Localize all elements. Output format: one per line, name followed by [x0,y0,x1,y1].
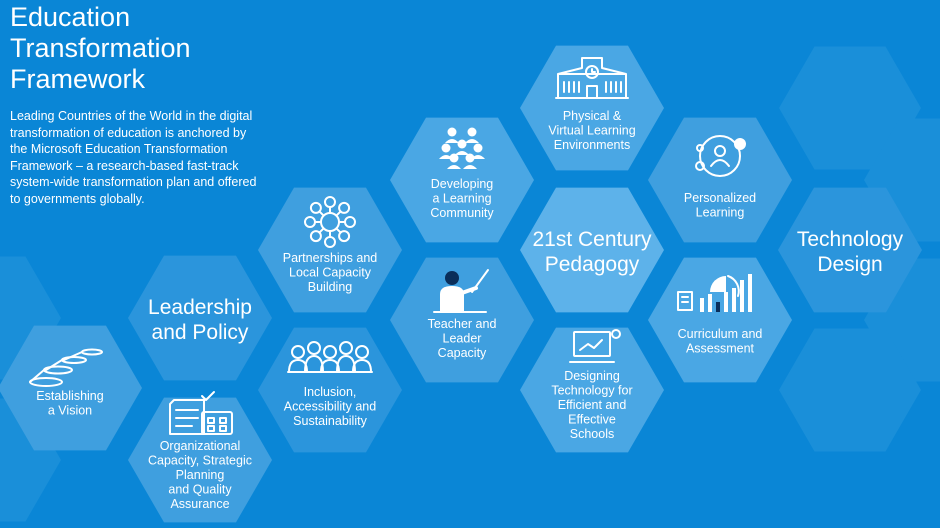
document-icon [169,391,233,435]
hexagon-shape [0,325,142,451]
teacher-icon [433,269,489,313]
group-icon [287,341,373,373]
hexagon-shape [128,255,272,381]
hexagon-shape [520,45,664,171]
background-hexagons [0,46,940,522]
person-orbit-icon [695,135,746,177]
background-hexagon [779,46,921,170]
steps-icon [29,348,103,387]
hexagon-shape [390,117,534,243]
network-icon [304,196,356,248]
hexagon-shape [390,257,534,383]
screen-icon [569,329,621,363]
hexagon-shape [648,257,792,383]
background-hexagon [0,398,61,522]
community-icon [439,127,485,169]
intro-paragraph: Leading Countries of the World in the di… [10,109,257,206]
background-hexagon [0,256,61,380]
hexagon-shape [258,327,402,453]
hexagon-shape [128,397,272,523]
analytics-icon [677,274,752,312]
hexagon-shape [520,327,664,453]
background-hexagon [779,328,921,452]
school-icon [555,57,629,99]
hexagon-shape [258,187,402,313]
hexagon-shape [778,187,922,313]
hexagon-shape [520,187,664,313]
hexagon-shape [648,117,792,243]
